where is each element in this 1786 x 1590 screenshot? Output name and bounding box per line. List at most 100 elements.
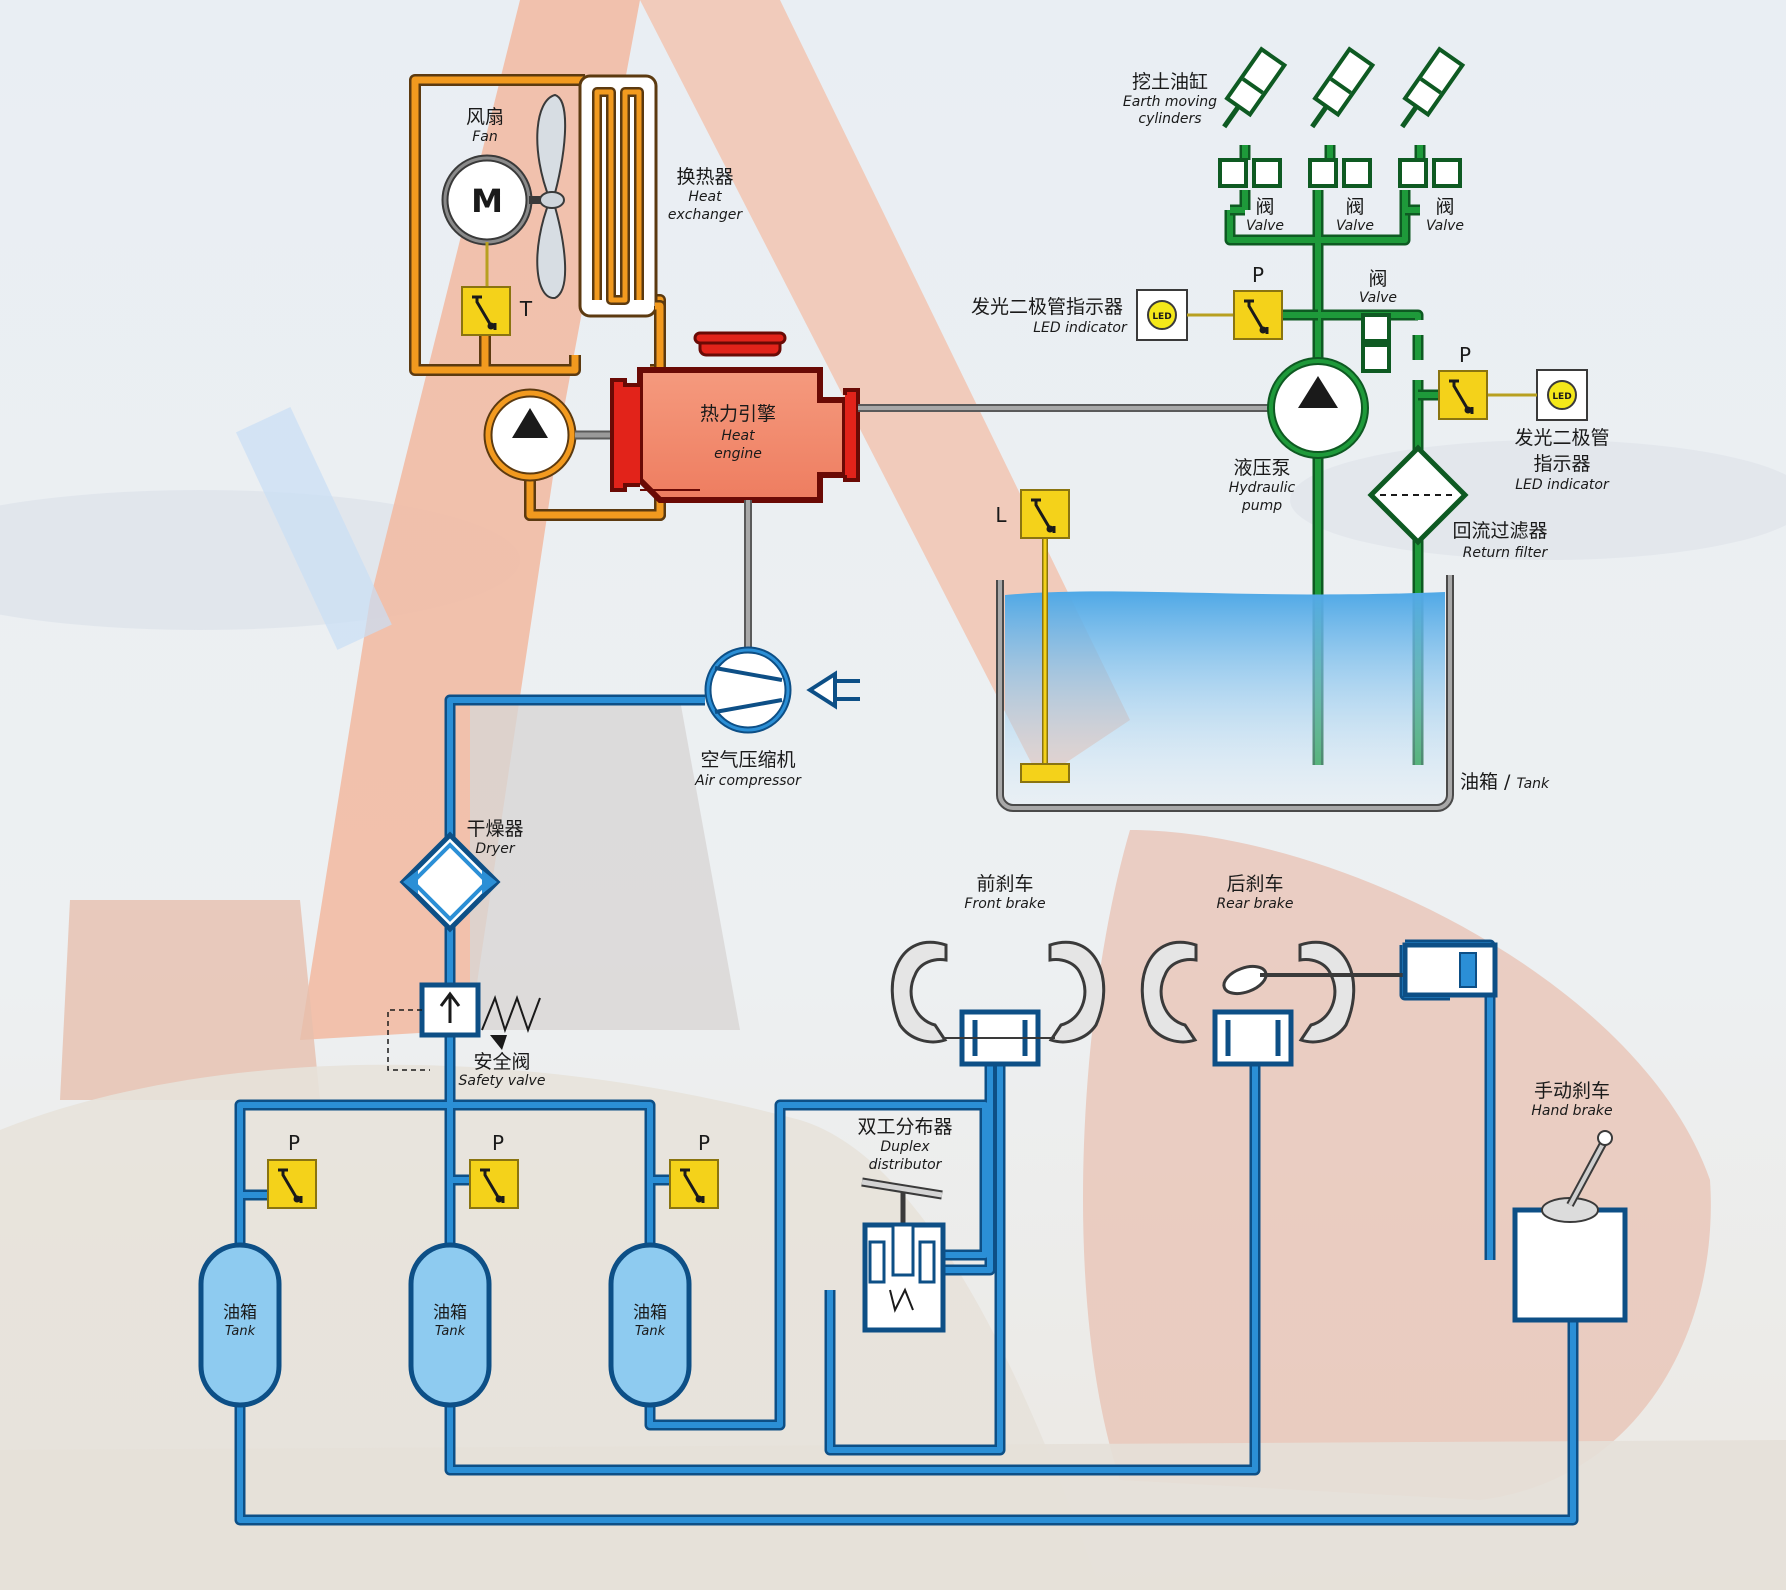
hydraulic-oil-tank [996, 530, 1454, 812]
switch-box [669, 1159, 719, 1209]
pressure-switch-hydraulic-right [1438, 370, 1488, 420]
cylinder-3 [1400, 46, 1466, 129]
heat-engine: 热力引擎 Heat engine [610, 331, 860, 503]
engine-cap-top [693, 331, 787, 345]
hand-brake-valve-box [1512, 1207, 1628, 1323]
valve-1-right [1252, 158, 1282, 188]
hydraulic-pump-arrow-icon [1298, 376, 1338, 408]
cylinder-rod [1222, 104, 1241, 129]
fan-blade-icon [536, 93, 567, 201]
rear-brake-shoe-right [1298, 940, 1356, 1044]
cylinder-branch-lines-fill [1230, 145, 1423, 213]
motor-letter: M [471, 182, 503, 220]
oil-tank-label-zh: 油箱 [1460, 771, 1498, 793]
air-tank-3 [608, 1242, 692, 1408]
engine-label-zh: 热力引擎 [700, 403, 776, 425]
pump-label-en1: Hydraulic [1229, 480, 1296, 496]
cylinder-piston [1241, 77, 1264, 95]
cylinder-rod [1310, 104, 1329, 129]
tank-water [1005, 591, 1445, 805]
excavator-body [60, 900, 320, 1100]
return-filter [1367, 444, 1469, 546]
rear-brake-label-zh: 后刹车 [1226, 873, 1283, 895]
dryer-inner [410, 842, 490, 922]
drive-shafts [744, 404, 1278, 650]
switch-icon [1449, 379, 1474, 414]
excavator-cab [470, 700, 740, 1030]
rear-brake [1140, 940, 1405, 1067]
tank-1-label-zh: 油箱 [223, 1303, 257, 1323]
hand-brake-knob [1597, 1130, 1613, 1146]
tank-2-label-zh: 油箱 [433, 1303, 467, 1323]
fan-label-zh: 风扇 [466, 106, 504, 128]
tank-3-label-zh: 油箱 [633, 1303, 667, 1323]
switch-pivot [1046, 525, 1054, 533]
duplex-spring-icon [889, 1287, 914, 1313]
hydraulic-pump [1267, 357, 1369, 459]
compressor-vane [714, 666, 783, 682]
dryer-label-en: Dryer [475, 841, 515, 857]
led-right-bulb-icon [1547, 380, 1577, 410]
cylinder-rod [1400, 104, 1419, 129]
thermo-switch [461, 286, 511, 336]
engine-left-flange [610, 378, 640, 492]
safety-label-en: Safety valve [459, 1073, 546, 1089]
pump-label-en2: pump [1241, 498, 1282, 514]
duplex-distributor [861, 1177, 946, 1333]
hydraulic-rod [236, 407, 392, 650]
air-tank-1 [198, 1242, 282, 1408]
fan-hub [539, 191, 565, 209]
heat-exchanger-frame [578, 74, 658, 318]
cylinder-2 [1310, 46, 1376, 129]
cylinders-label-zh: 挖土油缸 [1132, 71, 1208, 93]
valve-3-left [1398, 158, 1428, 188]
safety-valve-arrow-icon [439, 991, 461, 1023]
hand-brake-label-zh: 手动刹车 [1534, 1080, 1610, 1102]
switch-icon [1031, 498, 1056, 533]
duplex-label-en2: distributor [869, 1157, 943, 1173]
hand-brake-piston [1459, 952, 1477, 988]
valve-1-label-en: Valve [1246, 218, 1284, 234]
rear-brake-shoe-left [1140, 940, 1198, 1044]
valve-1-left [1218, 158, 1248, 188]
level-tag: L [995, 503, 1007, 527]
switch-icon [472, 295, 497, 330]
fan-label-en: Fan [472, 129, 498, 145]
tank-1-label-en: Tank [225, 1324, 256, 1339]
switch-icon [1244, 299, 1269, 334]
filter-label-zh: 回流过滤器 [1452, 520, 1547, 542]
front-brake [890, 940, 1106, 1067]
level-sensor-float [1020, 763, 1070, 783]
valve-3-right [1432, 158, 1462, 188]
switch-box [1020, 489, 1070, 539]
thermo-tag: T [519, 297, 533, 321]
switch-pivot [695, 1195, 703, 1203]
led-left-label-en: LED indicator [1033, 320, 1128, 336]
labels: 风扇 Fan T 换热器 Heat exchanger 挖土油缸 Earth m… [223, 71, 1613, 1339]
valve-1-label-zh: 阀 [1255, 196, 1274, 218]
front-brake-label-en: Front brake [964, 896, 1045, 912]
rear-brake-label-en: Rear brake [1216, 896, 1293, 912]
oil-tank-label-sep: / [1498, 771, 1516, 793]
coolant-pump-ring [485, 390, 575, 480]
valve-2-left [1308, 158, 1338, 188]
hand-brake-label-en: Hand brake [1531, 1103, 1612, 1119]
air-inlet-icon [806, 670, 837, 710]
led-right-label-zh1: 发光二极管 [1514, 427, 1609, 449]
cylinder-1 [1222, 46, 1288, 129]
valve-2-label-en: Valve [1336, 218, 1374, 234]
engine-right-flange [843, 388, 860, 482]
air-tanks [198, 1242, 692, 1408]
pneumatic-circuit [234, 694, 1579, 1526]
hand-brake-cylinder [1402, 942, 1498, 998]
pressure-switch-tank-2 [469, 1159, 519, 1209]
dryer-body [399, 831, 501, 933]
switch-icon [680, 1168, 705, 1203]
tank-walls-fill [998, 575, 1452, 810]
relief-valve-label-zh: 阀 [1368, 268, 1387, 290]
p-tag-hydraulic-right: P [1459, 343, 1471, 367]
switch-box [1438, 370, 1488, 420]
led-left-label-zh: 发光二极管指示器 [971, 296, 1123, 318]
switch-box [461, 286, 511, 336]
